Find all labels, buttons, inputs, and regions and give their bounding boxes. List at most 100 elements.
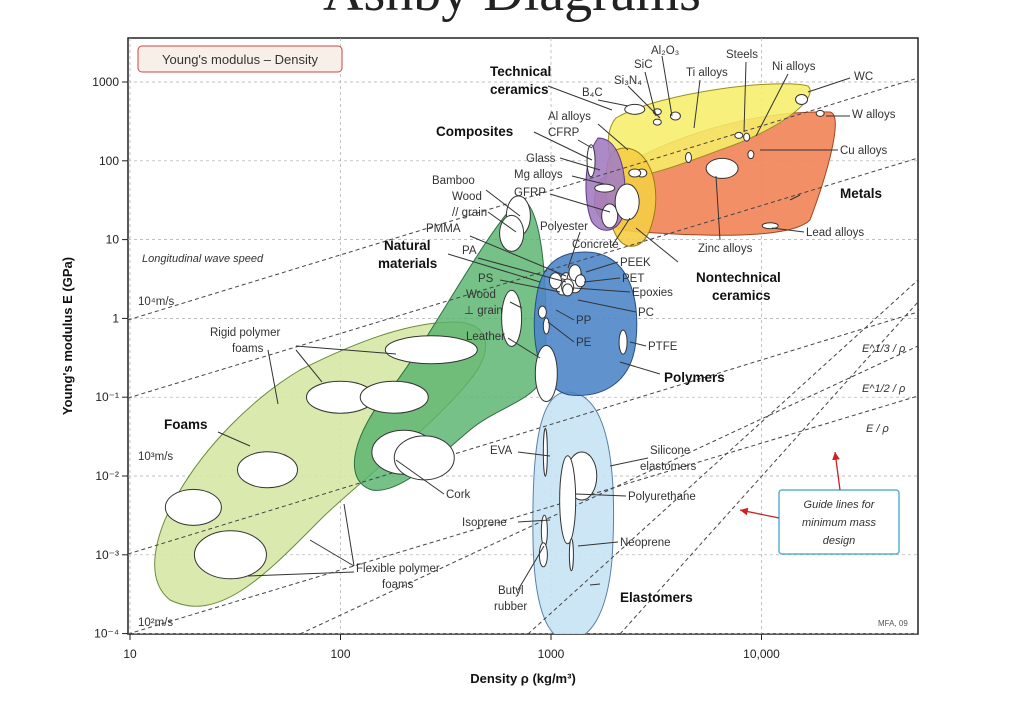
label-flexible-foams-1: Flexible polymer (356, 563, 440, 575)
slide-title: Ashby Diagrams (0, 0, 1024, 24)
material-bubble-polyurethane (559, 455, 577, 545)
family-label-composites: Composites (436, 124, 513, 139)
label-concrete: Concrete (572, 239, 619, 251)
guide-box-line-2: minimum mass (802, 517, 876, 529)
material-bubble-concrete (614, 183, 640, 221)
label-pmma: PMMA (426, 223, 461, 235)
x-tick-label: 100 (330, 647, 350, 661)
label-glass: Glass (526, 153, 556, 165)
family-label-natural-2: materials (378, 256, 437, 271)
x-tick-label: 10 (123, 647, 137, 661)
speed-label-1e2: 10²m/s (138, 617, 173, 629)
label-rigid-foams-1: Rigid polymer (210, 327, 280, 339)
y-tick-label: 10 (106, 233, 120, 247)
y-axis-label: Young's modulus E (GPa) (60, 257, 75, 415)
label-wood-perp-1: Wood (466, 289, 496, 301)
material-bubble-wood-grain (499, 214, 525, 252)
y-tick-label: 1 (112, 311, 119, 325)
foam-bubble (393, 435, 455, 481)
label-steels: Steels (726, 49, 758, 61)
label-bamboo: Bamboo (432, 175, 475, 187)
family-label-polymers: Polymers (664, 370, 725, 385)
material-bubble-gfrp (601, 203, 619, 229)
material-bubble-b-c (624, 103, 646, 115)
label-sic: SiC (634, 59, 653, 71)
label-cork: Cork (446, 489, 471, 501)
y-tick-label: 1000 (92, 75, 119, 89)
material-bubble-eva (542, 427, 548, 477)
material-bubble-glass (628, 168, 642, 178)
label-pe: PE (576, 337, 592, 349)
speed-label-1e3: 10³m/s (138, 451, 173, 463)
label-w-alloys: W alloys (852, 109, 896, 121)
chart-title-box (137, 45, 343, 73)
material-bubble-wc (795, 93, 809, 105)
guide-label-e12: E^1/2 / ρ (862, 383, 905, 395)
material-bubble-pp (537, 305, 547, 319)
x-tick-label: 1000 (538, 647, 565, 661)
y-tick-label: 100 (99, 154, 119, 168)
label-ni-alloys: Ni alloys (772, 61, 816, 73)
material-bubble-flexible-polymer-foams (193, 530, 267, 580)
material-bubble-pe (542, 317, 550, 335)
label-butyl-1: Butyl (498, 585, 524, 597)
guide-label-e: E / ρ (866, 423, 889, 435)
label-si3n4: Si₃N₄ (614, 75, 642, 87)
y-tick-label: 10⁻² (95, 469, 119, 483)
credit-label: MFA, 09 (878, 619, 908, 628)
label-neoprene: Neoprene (620, 537, 671, 549)
label-leather: Leather (466, 331, 505, 343)
label-pc: PC (638, 307, 654, 319)
label-pa: PA (462, 245, 477, 257)
label-eva: EVA (490, 445, 512, 457)
chart-title: Young's modulus – Density (162, 52, 318, 67)
material-bubble-neoprene (568, 538, 574, 572)
guide-arrow-1 (739, 507, 780, 519)
guide-line (128, 157, 918, 399)
material-bubble-si-n (652, 118, 662, 126)
family-label-technical-ceramics-2: ceramics (490, 82, 549, 97)
label-rigid-foams-2: foams (232, 343, 264, 355)
guide-label-e13: E^1/3 / ρ (862, 343, 905, 355)
material-bubbles (164, 93, 825, 580)
label-butyl-2: rubber (494, 601, 527, 613)
x-tick-label: 10,000 (743, 647, 780, 661)
material-bubble-zinc-alloys (705, 157, 739, 179)
material-bubble-steels (734, 131, 744, 139)
guide-line (299, 345, 918, 634)
material-bubble-w-alloys (815, 109, 825, 117)
y-tick-label: 10⁻³ (95, 548, 119, 562)
material-bubble-ps (548, 272, 562, 290)
label-pp: PP (576, 315, 592, 327)
material-bubble-ptfe (618, 329, 628, 355)
label-al-alloys: Al alloys (548, 111, 591, 123)
family-label-elastomers: Elastomers (620, 590, 693, 605)
label-wood-parallel-1: Wood (452, 191, 482, 203)
y-tick-label: 10⁻¹ (95, 390, 119, 404)
family-label-metals: Metals (840, 186, 882, 201)
label-lead-alloys: Lead alloys (806, 227, 864, 239)
material-bubble-mg-alloys (594, 183, 616, 193)
foam-bubble (384, 335, 478, 365)
material-bubble-al-o (669, 111, 681, 121)
label-flexible-foams-2: foams (382, 579, 414, 591)
guide-line (128, 311, 918, 555)
wave-speed-title: Longitudinal wave speed (142, 253, 264, 265)
label-gfrp: GFRP (514, 187, 546, 199)
label-silicone-1: Silicone (650, 445, 690, 457)
guide-box-line-1: Guide lines for (804, 499, 876, 511)
material-bubble-ti-alloys (685, 152, 693, 164)
label-cu-alloys: Cu alloys (840, 145, 888, 157)
label-al2o3: Al₂O₃ (651, 45, 680, 57)
family-labels: Technical ceramics Composites Metals Non… (164, 64, 882, 605)
label-cfrp: CFRP (548, 127, 580, 139)
family-label-natural-1: Natural (384, 238, 431, 253)
label-ti-alloys: Ti alloys (686, 67, 728, 79)
foam-bubble (237, 451, 299, 489)
label-wc: WC (854, 71, 873, 83)
x-axis-label: Density ρ (kg/m³) (470, 671, 576, 686)
guide-line (527, 279, 918, 634)
family-label-nontechnical-2: ceramics (712, 288, 771, 303)
